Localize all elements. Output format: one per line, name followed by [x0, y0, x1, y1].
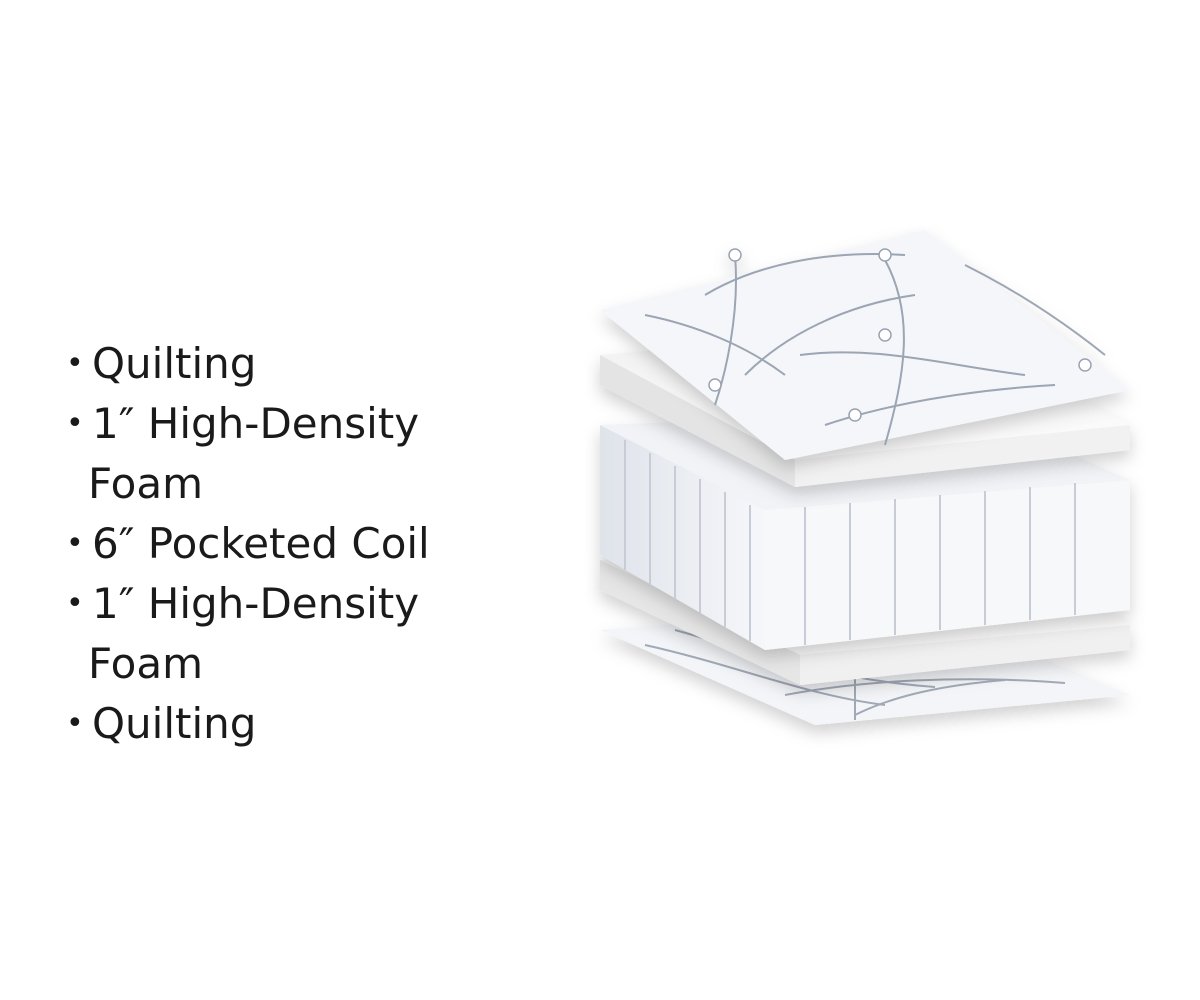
- bullet-icon: •: [66, 526, 84, 561]
- bullet-icon: •: [66, 346, 84, 381]
- feature-item-foam-top: • 1″ High-Density Foam: [66, 394, 486, 514]
- bullet-icon: •: [66, 706, 84, 741]
- feature-item-coil: • 6″ Pocketed Coil: [66, 514, 486, 574]
- feature-item-foam-bottom: • 1″ High-Density Foam: [66, 574, 486, 694]
- feature-label: 1″ High-Density: [92, 579, 420, 628]
- feature-label-continued: Foam: [88, 639, 204, 688]
- feature-label-continued: Foam: [88, 459, 204, 508]
- bullet-icon: •: [66, 586, 84, 621]
- feature-item-quilting-bottom: • Quilting: [66, 694, 486, 754]
- bullet-icon: •: [66, 406, 84, 441]
- mattress-layers-diagram: [600, 230, 1130, 725]
- feature-list: • Quilting • 1″ High-Density Foam • 6″ P…: [66, 334, 486, 754]
- feature-label: Quilting: [92, 699, 257, 748]
- feature-label: 6″ Pocketed Coil: [92, 519, 430, 568]
- feature-item-quilting-top: • Quilting: [66, 334, 486, 394]
- feature-label: Quilting: [92, 339, 257, 388]
- quilting-top-layer: [600, 230, 1130, 460]
- feature-label: 1″ High-Density: [92, 399, 420, 448]
